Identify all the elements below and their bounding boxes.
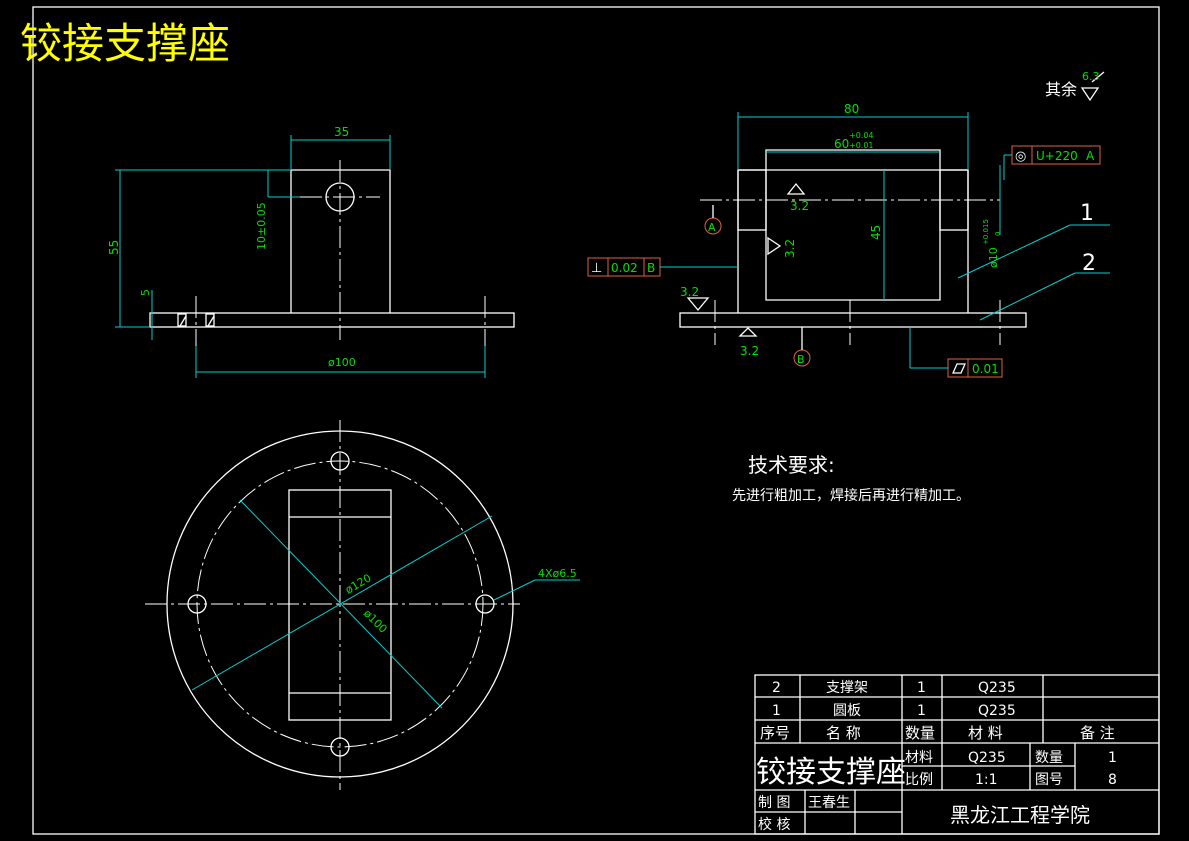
svg-text:技术要求:: 技术要求: bbox=[748, 453, 835, 477]
svg-text:名 称: 名 称 bbox=[826, 724, 861, 742]
svg-text:先进行粗加工，焊接后再进行精加工。: 先进行粗加工，焊接后再进行精加工。 bbox=[732, 487, 970, 504]
svg-text:王春生: 王春生 bbox=[808, 795, 850, 811]
svg-text:材料: 材料 bbox=[905, 750, 933, 766]
svg-text:55: 55 bbox=[107, 240, 121, 255]
front-base-plate bbox=[149, 312, 515, 328]
svg-text:其余: 其余 bbox=[1045, 80, 1077, 99]
top-view: ø120 ø100 4Xø6.5 bbox=[145, 420, 580, 790]
svg-text:ø100: ø100 bbox=[328, 356, 356, 369]
svg-text:ø10: ø10 bbox=[987, 247, 1000, 268]
drawing-border bbox=[32, 6, 1160, 835]
svg-text:45: 45 bbox=[869, 225, 883, 240]
svg-text:校 核: 校 核 bbox=[758, 816, 790, 833]
svg-text:U+220: U+220 bbox=[1036, 149, 1078, 163]
svg-text:序号: 序号 bbox=[760, 724, 790, 742]
svg-text:制 图: 制 图 bbox=[758, 795, 790, 811]
svg-text:8: 8 bbox=[1108, 772, 1117, 788]
svg-text:数量: 数量 bbox=[905, 724, 935, 742]
svg-text:1:1: 1:1 bbox=[975, 772, 998, 788]
svg-text:3.2: 3.2 bbox=[783, 239, 797, 258]
svg-text:数量: 数量 bbox=[1035, 750, 1063, 766]
svg-text:3.2: 3.2 bbox=[740, 344, 759, 358]
svg-text:◎: ◎ bbox=[1015, 149, 1026, 164]
svg-text:1: 1 bbox=[917, 680, 926, 696]
svg-text:Q235: Q235 bbox=[968, 750, 1006, 766]
svg-text:比例: 比例 bbox=[905, 772, 933, 788]
svg-text:A: A bbox=[708, 221, 716, 234]
side-outer-frame bbox=[737, 169, 969, 313]
side-base-plate bbox=[679, 312, 1027, 328]
svg-text:Q235: Q235 bbox=[978, 703, 1016, 719]
svg-text:Q235: Q235 bbox=[978, 680, 1016, 696]
svg-text:⊥: ⊥ bbox=[591, 261, 602, 276]
svg-text:0.02: 0.02 bbox=[611, 261, 638, 275]
svg-text:圆板: 圆板 bbox=[833, 703, 861, 719]
roughness-default-note: 其余 6.3 bbox=[1045, 70, 1105, 102]
svg-text:2: 2 bbox=[1082, 251, 1096, 276]
svg-text:1: 1 bbox=[772, 703, 781, 719]
svg-text:+0.04: +0.04 bbox=[849, 131, 874, 140]
drawing-title: 铰接支撑座 bbox=[20, 19, 230, 68]
svg-text:2: 2 bbox=[772, 680, 781, 696]
title-block: 2 支撑架 1 Q235 1 圆板 1 Q235 序号 名 称 数量 材 料 备… bbox=[754, 674, 1160, 835]
svg-text:B: B bbox=[797, 353, 805, 366]
tech-requirements: 技术要求: 先进行粗加工，焊接后再进行精加工。 bbox=[732, 453, 970, 504]
svg-text:3.2: 3.2 bbox=[680, 285, 699, 299]
svg-text:+0.015: +0.015 bbox=[982, 219, 990, 245]
svg-text:1: 1 bbox=[917, 703, 926, 719]
svg-text:铰接支撑座: 铰接支撑座 bbox=[756, 755, 906, 790]
svg-text:备 注: 备 注 bbox=[1080, 724, 1115, 742]
svg-text:6.3: 6.3 bbox=[1082, 70, 1100, 83]
svg-text:ø120: ø120 bbox=[343, 571, 374, 596]
svg-text:黑龙江工程学院: 黑龙江工程学院 bbox=[950, 803, 1090, 827]
svg-text:35: 35 bbox=[334, 125, 349, 139]
side-inner-slot bbox=[765, 149, 941, 301]
svg-text:A: A bbox=[1086, 149, 1095, 163]
svg-text:材 料: 材 料 bbox=[968, 724, 1003, 742]
svg-text:0.01: 0.01 bbox=[972, 362, 999, 376]
svg-text:支撑架: 支撑架 bbox=[826, 680, 868, 696]
svg-text:4Xø6.5: 4Xø6.5 bbox=[538, 567, 577, 580]
svg-text:80: 80 bbox=[844, 102, 859, 116]
svg-text:图号: 图号 bbox=[1035, 772, 1063, 788]
front-view: 35 55 10±0.05 5 ø100 bbox=[107, 125, 515, 378]
svg-text:+0.01: +0.01 bbox=[849, 141, 874, 150]
svg-text:5: 5 bbox=[139, 289, 152, 296]
svg-text:ø100: ø100 bbox=[361, 607, 390, 636]
side-view: 80 60 +0.04 +0.01 45 ø10 +0.015 0 3.2 3.… bbox=[587, 102, 1110, 378]
svg-text:10±0.05: 10±0.05 bbox=[255, 202, 268, 250]
svg-text:1: 1 bbox=[1080, 201, 1094, 226]
svg-text:1: 1 bbox=[1108, 750, 1117, 766]
svg-text:60: 60 bbox=[834, 137, 849, 151]
svg-text:0: 0 bbox=[994, 232, 1002, 236]
svg-text:3.2: 3.2 bbox=[790, 199, 809, 213]
svg-text:B: B bbox=[647, 261, 655, 275]
